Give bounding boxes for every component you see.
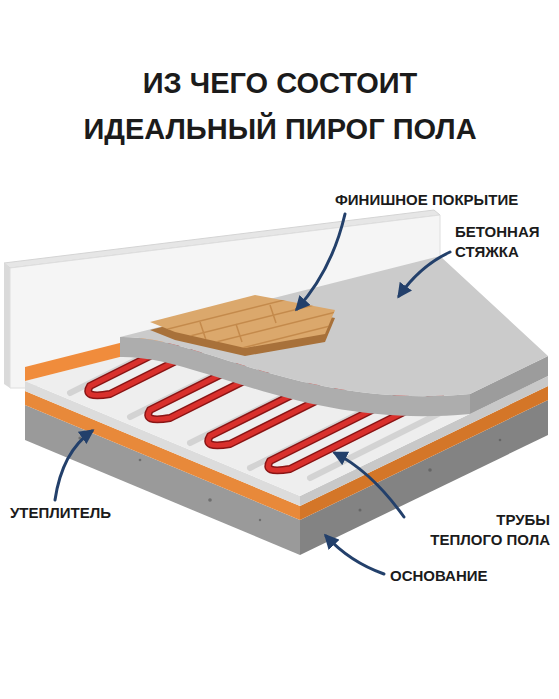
layer-label: ТРУБЫ ТЕПЛОГО ПОЛА xyxy=(425,510,550,549)
page-title: ИЗ ЧЕГО СОСТОИТ ИДЕАЛЬНЫЙ ПИРОГ ПОЛА xyxy=(77,60,483,152)
concrete-screed xyxy=(120,256,548,416)
layer-label: ОСНОВАНИЕ xyxy=(390,566,488,586)
layer-label: ФИНИШНОЕ ПОКРЫТИЕ xyxy=(335,190,518,210)
leader-arrows xyxy=(55,214,450,574)
layer-label: БЕТОННАЯ СТЯЖКА xyxy=(455,222,550,261)
finish-floor xyxy=(140,286,370,366)
layer-label: УТЕПЛИТЕЛЬ xyxy=(10,503,111,523)
